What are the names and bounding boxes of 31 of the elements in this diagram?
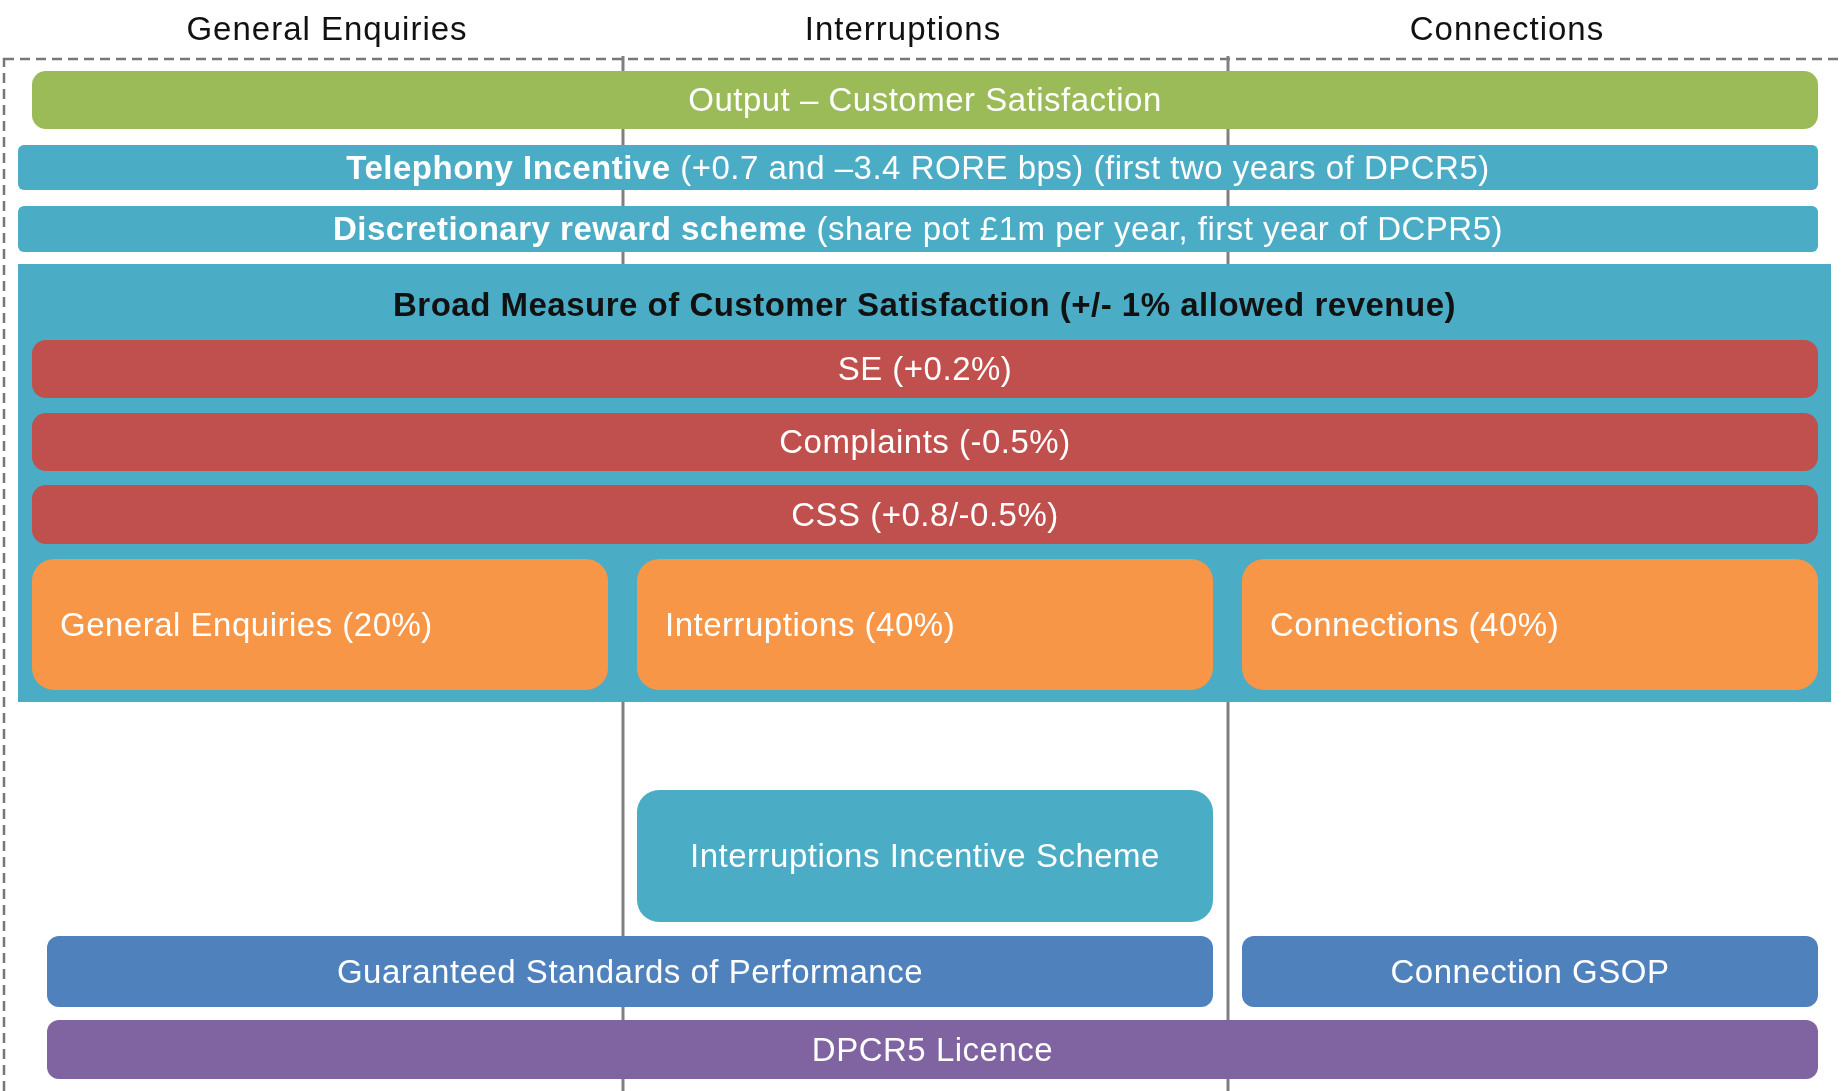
- bar-label: Discretionary reward scheme (share pot £1m per year, first year of DCPR5): [333, 210, 1503, 248]
- incentive-bar: [18, 206, 1818, 252]
- bar-label: Connection GSOP: [1390, 952, 1670, 991]
- bar-label: Connections (40%): [1270, 605, 1560, 644]
- column-heading: General Enquiries: [186, 10, 468, 48]
- bar-label: General Enquiries (20%): [60, 605, 433, 644]
- bar-label: Interruptions (40%): [665, 605, 956, 644]
- standards-bar: [47, 936, 1213, 1007]
- category-box: [637, 559, 1213, 690]
- bar-label: Output – Customer Satisfaction: [688, 81, 1162, 119]
- bar-label: Guaranteed Standards of Performance: [336, 952, 924, 991]
- bar-label: SE (+0.2%): [837, 350, 1013, 388]
- measure-bar: [32, 413, 1818, 471]
- category-box: [32, 559, 608, 690]
- measure-bar: [32, 485, 1818, 544]
- bar-label: DPCR5 Licence: [811, 1030, 1054, 1069]
- bar-label: Complaints (-0.5%): [779, 423, 1071, 461]
- standards-bar: [1242, 936, 1818, 1007]
- panel-heading: Broad Measure of Customer Satisfaction (+/- 1% allowed revenue): [393, 286, 1456, 324]
- scheme-box: [637, 790, 1213, 922]
- bar-label: Interruptions Incentive Scheme: [690, 836, 1160, 876]
- licence-bar: [47, 1020, 1818, 1079]
- category-box: [1242, 559, 1818, 690]
- output-bar: [32, 71, 1818, 129]
- incentive-bar: [18, 145, 1818, 190]
- column-heading: Connections: [1409, 10, 1605, 48]
- bar-label: CSS (+0.8/-0.5%): [791, 495, 1059, 534]
- bar-label: Telephony Incentive (+0.7 and –3.4 RORE bps) (first two years of DPCR5): [346, 148, 1490, 187]
- measure-panel: [18, 264, 1831, 702]
- measure-bar: [32, 340, 1818, 398]
- column-heading: Interruptions: [804, 10, 1002, 48]
